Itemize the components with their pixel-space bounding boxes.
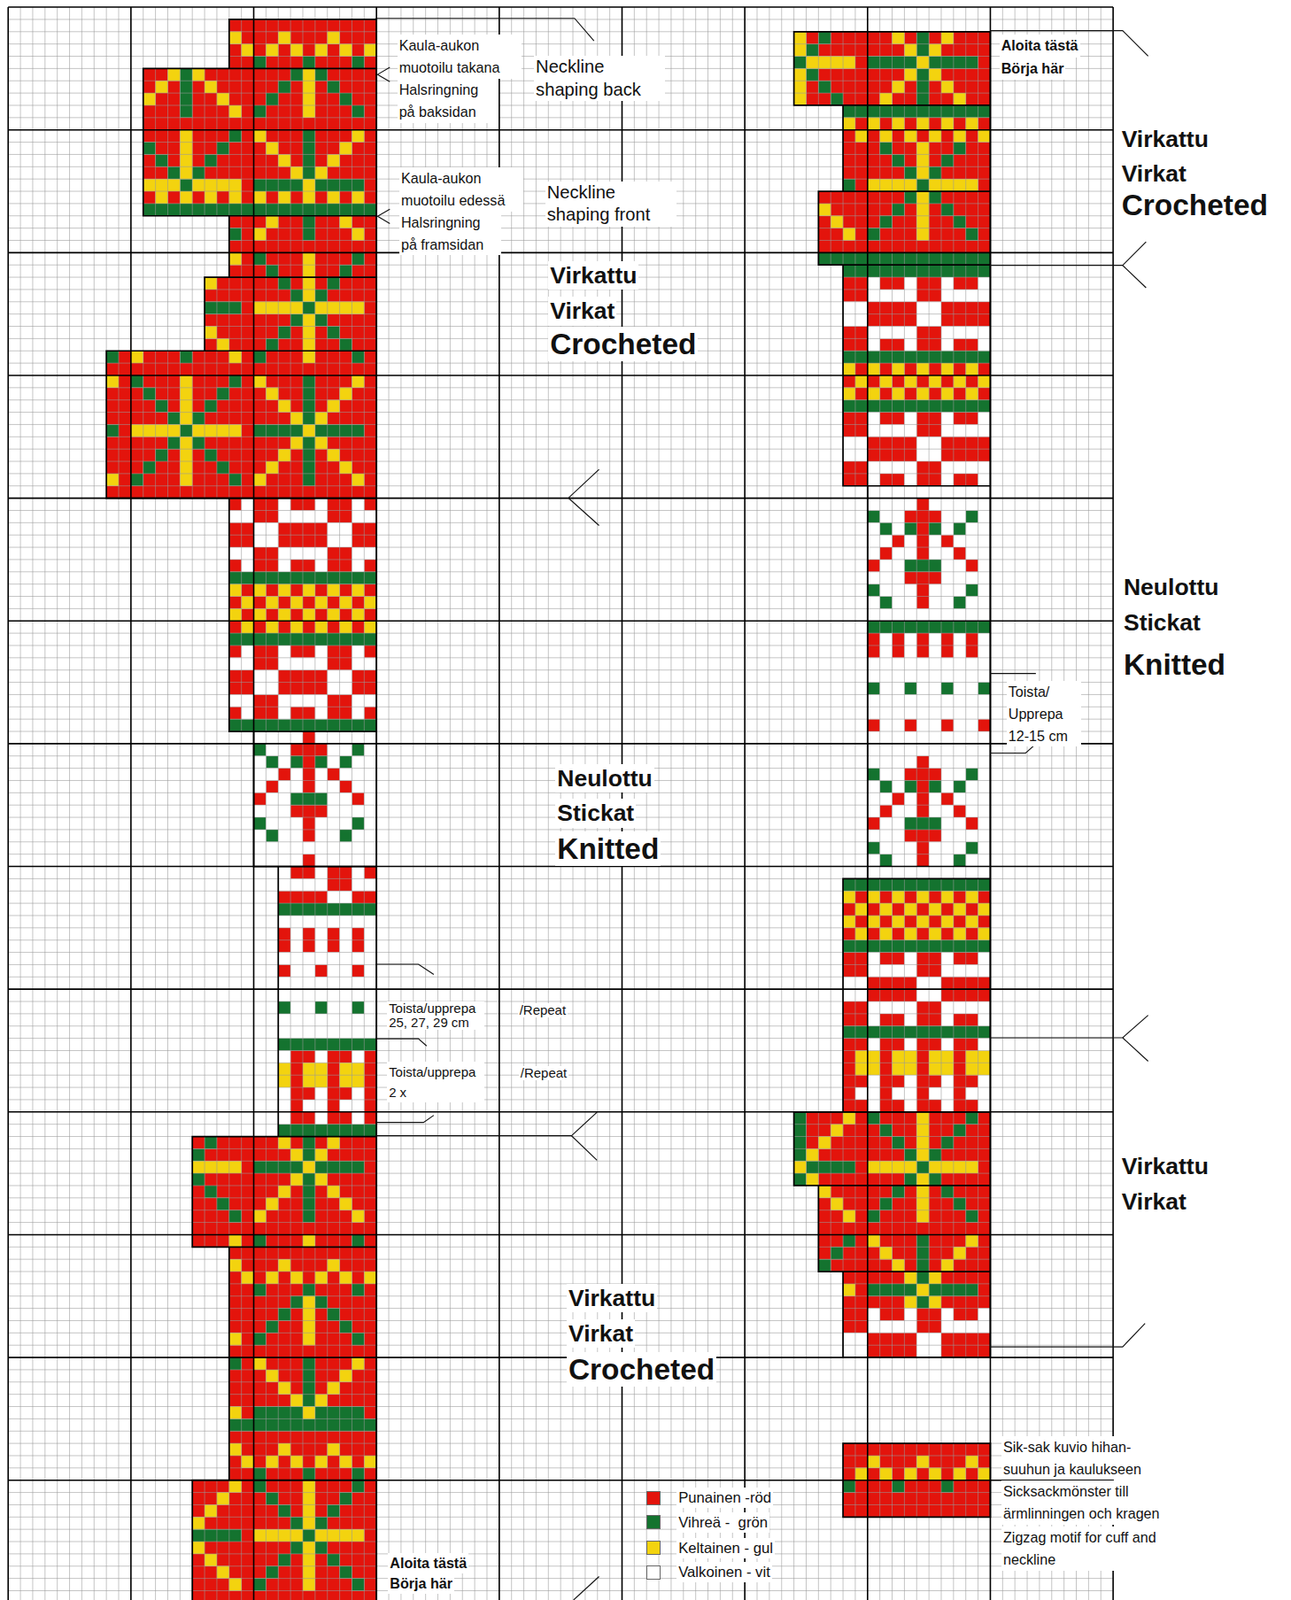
leader-line bbox=[989, 672, 1036, 674]
major-grid bbox=[7, 7, 1114, 1600]
section-bracket bbox=[573, 1576, 600, 1600]
section-label: Virkat bbox=[566, 1319, 635, 1348]
section-label: Knitted bbox=[555, 831, 661, 866]
legend-label: Punainen -röd bbox=[676, 1487, 774, 1508]
annotation-label: Sicksackmönster till ärmlinningen och kr… bbox=[1001, 1480, 1174, 1525]
legend-label: Vihreä - grön bbox=[676, 1512, 770, 1533]
annotation-label: Kaula-aukon muotoilu takana bbox=[397, 34, 522, 79]
annotation-label: Aloita tästä bbox=[387, 1553, 469, 1574]
annotation-label: Börja här bbox=[999, 57, 1067, 80]
section-bracket bbox=[571, 1112, 597, 1160]
legend-label: Keltainen - gul bbox=[676, 1538, 775, 1559]
section-label: Stickat bbox=[555, 798, 636, 828]
annotation-label: Kaula-aukon muotoilu edessä bbox=[399, 167, 524, 212]
section-label: Stickat bbox=[1121, 608, 1203, 637]
section-label: Crocheted bbox=[548, 326, 698, 362]
section-label: Virkat bbox=[1120, 159, 1189, 188]
section-label: Virkattu bbox=[1120, 1151, 1211, 1181]
section-label: Crocheted bbox=[1120, 187, 1270, 223]
legend-label: Valkoinen - vit bbox=[676, 1561, 773, 1583]
section-label: Virkat bbox=[1120, 1187, 1189, 1216]
legend-swatch bbox=[646, 1515, 661, 1530]
legend-swatch bbox=[646, 1540, 661, 1555]
section-label: Knitted bbox=[1121, 647, 1228, 682]
section-bracket bbox=[989, 1015, 1149, 1062]
annotation-label: Toista/ Upprepa 12-15 cm bbox=[1006, 680, 1083, 747]
legend-swatch bbox=[646, 1491, 661, 1506]
pointer-mark bbox=[377, 208, 390, 224]
section-label: Neulottu bbox=[1121, 572, 1221, 602]
legend-swatch bbox=[646, 1565, 661, 1580]
annotation-label: /Repeat bbox=[518, 1066, 569, 1081]
annotation-label: Aloita tästä bbox=[999, 34, 1081, 57]
section-label: Virkattu bbox=[548, 261, 639, 290]
leader-line bbox=[989, 1323, 1145, 1348]
section-label: Virkattu bbox=[1120, 124, 1211, 154]
leader-line bbox=[375, 964, 434, 975]
annotation-label: Toista/upprepa 25, 27, 29 cm bbox=[386, 1001, 485, 1030]
chart-outline bbox=[106, 19, 990, 1600]
annotation-label: Börja här bbox=[387, 1573, 455, 1594]
leader-line bbox=[375, 1115, 434, 1123]
annotation-label: Zigzag motif for cuff and neckline bbox=[1001, 1526, 1205, 1571]
annotation-label: Toista/upprepa 2 x bbox=[386, 1061, 485, 1103]
section-label: Neulottu bbox=[555, 764, 654, 793]
section-bracket bbox=[989, 241, 1146, 288]
fine-grid bbox=[7, 7, 1114, 1600]
annotation-label: Halsringning på baksidan bbox=[397, 78, 500, 124]
pointer-mark bbox=[377, 67, 390, 82]
section-label: Virkat bbox=[548, 296, 617, 325]
annotation-label: Neckline shaping back bbox=[533, 55, 665, 101]
leader-line bbox=[375, 1038, 427, 1046]
section-label: Crocheted bbox=[566, 1352, 717, 1387]
annotation-label: Halsringning på framsidan bbox=[399, 211, 502, 256]
annotation-label: Neckline shaping front bbox=[545, 181, 677, 227]
section-label: Virkattu bbox=[566, 1283, 658, 1313]
leader-line bbox=[375, 1135, 572, 1137]
annotation-label: Sik-sak kuvio hihan- suuhun ja kauluksee… bbox=[1001, 1436, 1159, 1481]
annotation-label: /Repeat bbox=[517, 1003, 568, 1018]
section-bracket bbox=[568, 469, 600, 526]
